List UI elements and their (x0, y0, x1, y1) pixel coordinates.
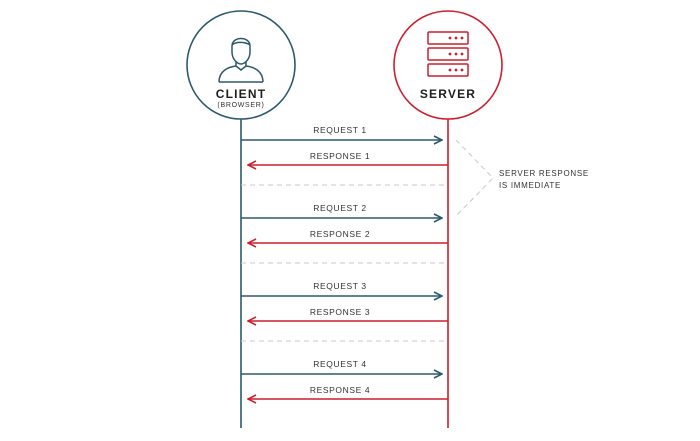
exchange-1: REQUEST 1 RESPONSE 1 (241, 125, 448, 165)
request-label: REQUEST 4 (313, 359, 366, 369)
exchange-4: REQUEST 4 RESPONSE 4 (241, 359, 448, 399)
server-node: SERVER (393, 10, 503, 120)
response-label: RESPONSE 2 (310, 229, 370, 239)
immediate-response-bracket (455, 139, 494, 217)
exchange-3: REQUEST 3 RESPONSE 3 (241, 281, 448, 321)
note-line-1: SERVER RESPONSE (499, 169, 589, 178)
user-icon (218, 37, 264, 83)
server-circle (393, 10, 503, 120)
response-label: RESPONSE 4 (310, 385, 370, 395)
client-subtitle: (BROWSER) (217, 102, 264, 109)
server-title: SERVER (420, 87, 476, 101)
exchange-2: REQUEST 2 RESPONSE 2 (241, 203, 448, 243)
response-label: RESPONSE 1 (310, 151, 370, 161)
request-label: REQUEST 1 (313, 125, 366, 135)
client-circle (186, 10, 296, 120)
server-rack-icon (427, 31, 469, 77)
client-node: CLIENT (BROWSER) (186, 10, 296, 120)
client-title: CLIENT (216, 87, 267, 101)
request-label: REQUEST 2 (313, 203, 366, 213)
note-line-2: IS IMMEDIATE (499, 181, 561, 190)
response-label: RESPONSE 3 (310, 307, 370, 317)
request-label: REQUEST 3 (313, 281, 366, 291)
